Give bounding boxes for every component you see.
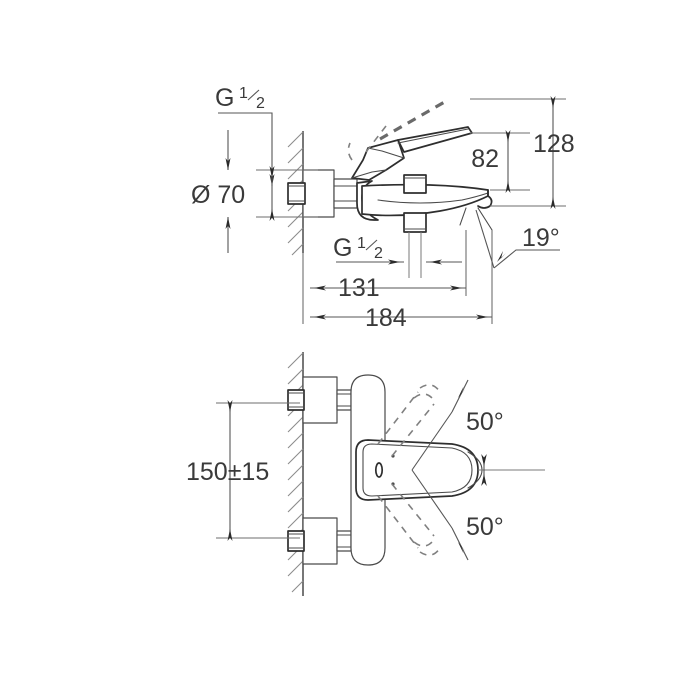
label-swivel-lower: 50° <box>466 513 504 541</box>
dim-depth-long: 184 <box>302 230 493 332</box>
dim-height-spout: 82 <box>470 130 530 193</box>
dim-thread-upper: G 1 2 <box>215 84 275 186</box>
top-view-group <box>287 98 493 278</box>
label-height-total: 128 <box>533 130 575 158</box>
dim-mounting-height: 150±15 <box>186 400 300 541</box>
label-diameter: Ø 70 <box>191 181 245 209</box>
swivel-position-lower-dashed <box>377 483 441 556</box>
bottom-view-dimensions: 150±15 50° 50° <box>186 379 504 561</box>
label-thread-upper-prefix: G <box>215 84 234 112</box>
label-outlet-angle: 19° <box>522 224 560 252</box>
dim-depth-short: 131 <box>302 230 467 302</box>
dim-outlet-angle: 19° <box>475 209 560 269</box>
wall-hatching-bottom <box>287 352 304 596</box>
label-thread-lower-numerator: 1 <box>357 235 366 252</box>
bottom-view-group <box>287 352 545 596</box>
label-thread-upper-denominator: 2 <box>256 95 265 112</box>
dim-height-total: 128 <box>470 96 575 209</box>
escutcheon-upper-bottom <box>287 376 352 424</box>
wall-escutcheon-top <box>302 169 335 218</box>
outlet-nipples-top <box>403 174 427 278</box>
dim-thread-lower: G 1 2 <box>333 234 462 265</box>
shower-outlet-top <box>459 207 493 231</box>
spout-plan-bottom <box>355 439 545 501</box>
label-depth-short: 131 <box>338 274 380 302</box>
swivel-position-upper-dashed <box>377 384 441 457</box>
escutcheon-lower-bottom <box>287 517 352 565</box>
body-stem-top <box>333 178 358 209</box>
label-swivel-upper: 50° <box>466 408 504 436</box>
top-view-dimensions: G 1 2 Ø 70 82 <box>191 84 575 332</box>
inlet-connector-top <box>287 182 306 205</box>
dim-swivel-upper: 50° <box>411 379 504 480</box>
label-mounting-height: 150±15 <box>186 458 269 486</box>
label-height-spout: 82 <box>471 145 499 173</box>
label-depth-long: 184 <box>365 304 407 332</box>
label-thread-upper-numerator: 1 <box>239 85 248 102</box>
lever-handle-raised-dashed <box>347 98 449 161</box>
dim-diameter: Ø 70 <box>191 130 318 253</box>
dim-swivel-lower: 50° <box>411 469 504 561</box>
lever-handle-top <box>397 126 473 153</box>
label-thread-lower-denominator: 2 <box>374 245 383 262</box>
label-thread-lower-prefix: G <box>333 234 352 262</box>
